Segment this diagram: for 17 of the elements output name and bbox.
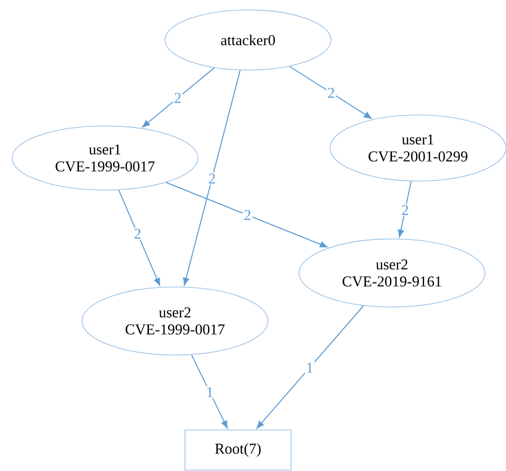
edge-label: 2 bbox=[173, 92, 182, 104]
edge-label: 2 bbox=[207, 172, 217, 184]
edge-label: 2 bbox=[326, 86, 336, 99]
arrow bbox=[142, 67, 215, 128]
edge-label: 2 bbox=[400, 204, 410, 216]
arrow bbox=[256, 305, 364, 429]
edge-label: 1 bbox=[205, 386, 215, 398]
process-box: Root(7) bbox=[184, 430, 292, 470]
arrow bbox=[398, 180, 412, 238]
arrow bbox=[183, 70, 241, 286]
edge-label: 2 bbox=[242, 209, 252, 222]
edge-label: 1 bbox=[304, 362, 314, 374]
arrow bbox=[118, 190, 160, 286]
arrow bbox=[166, 182, 328, 248]
arrow bbox=[289, 66, 372, 119]
edge-label: 2 bbox=[132, 228, 142, 240]
arrow bbox=[191, 354, 228, 428]
